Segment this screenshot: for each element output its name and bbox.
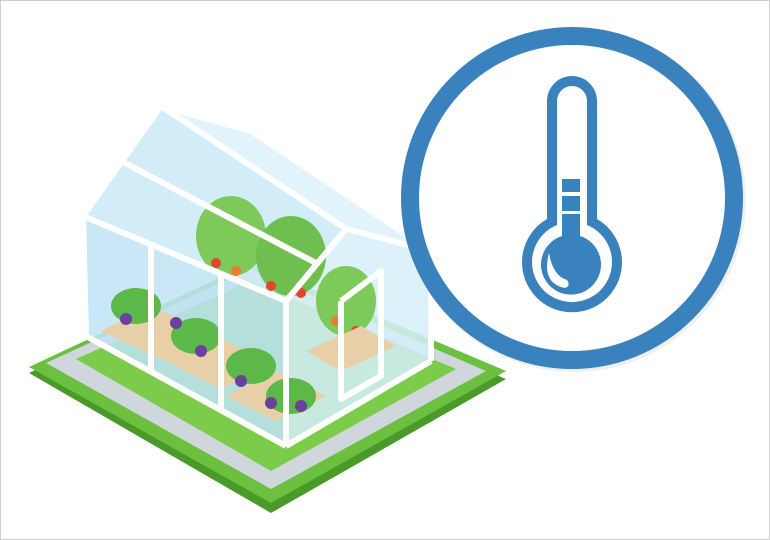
bulb-highlight <box>547 253 569 288</box>
roof-right <box>161 106 431 251</box>
thermometer-icon <box>522 76 622 313</box>
greenhouse <box>80 103 434 449</box>
greenhouse-frame <box>80 103 434 449</box>
thermometer-badge <box>401 27 746 372</box>
door <box>338 268 384 402</box>
